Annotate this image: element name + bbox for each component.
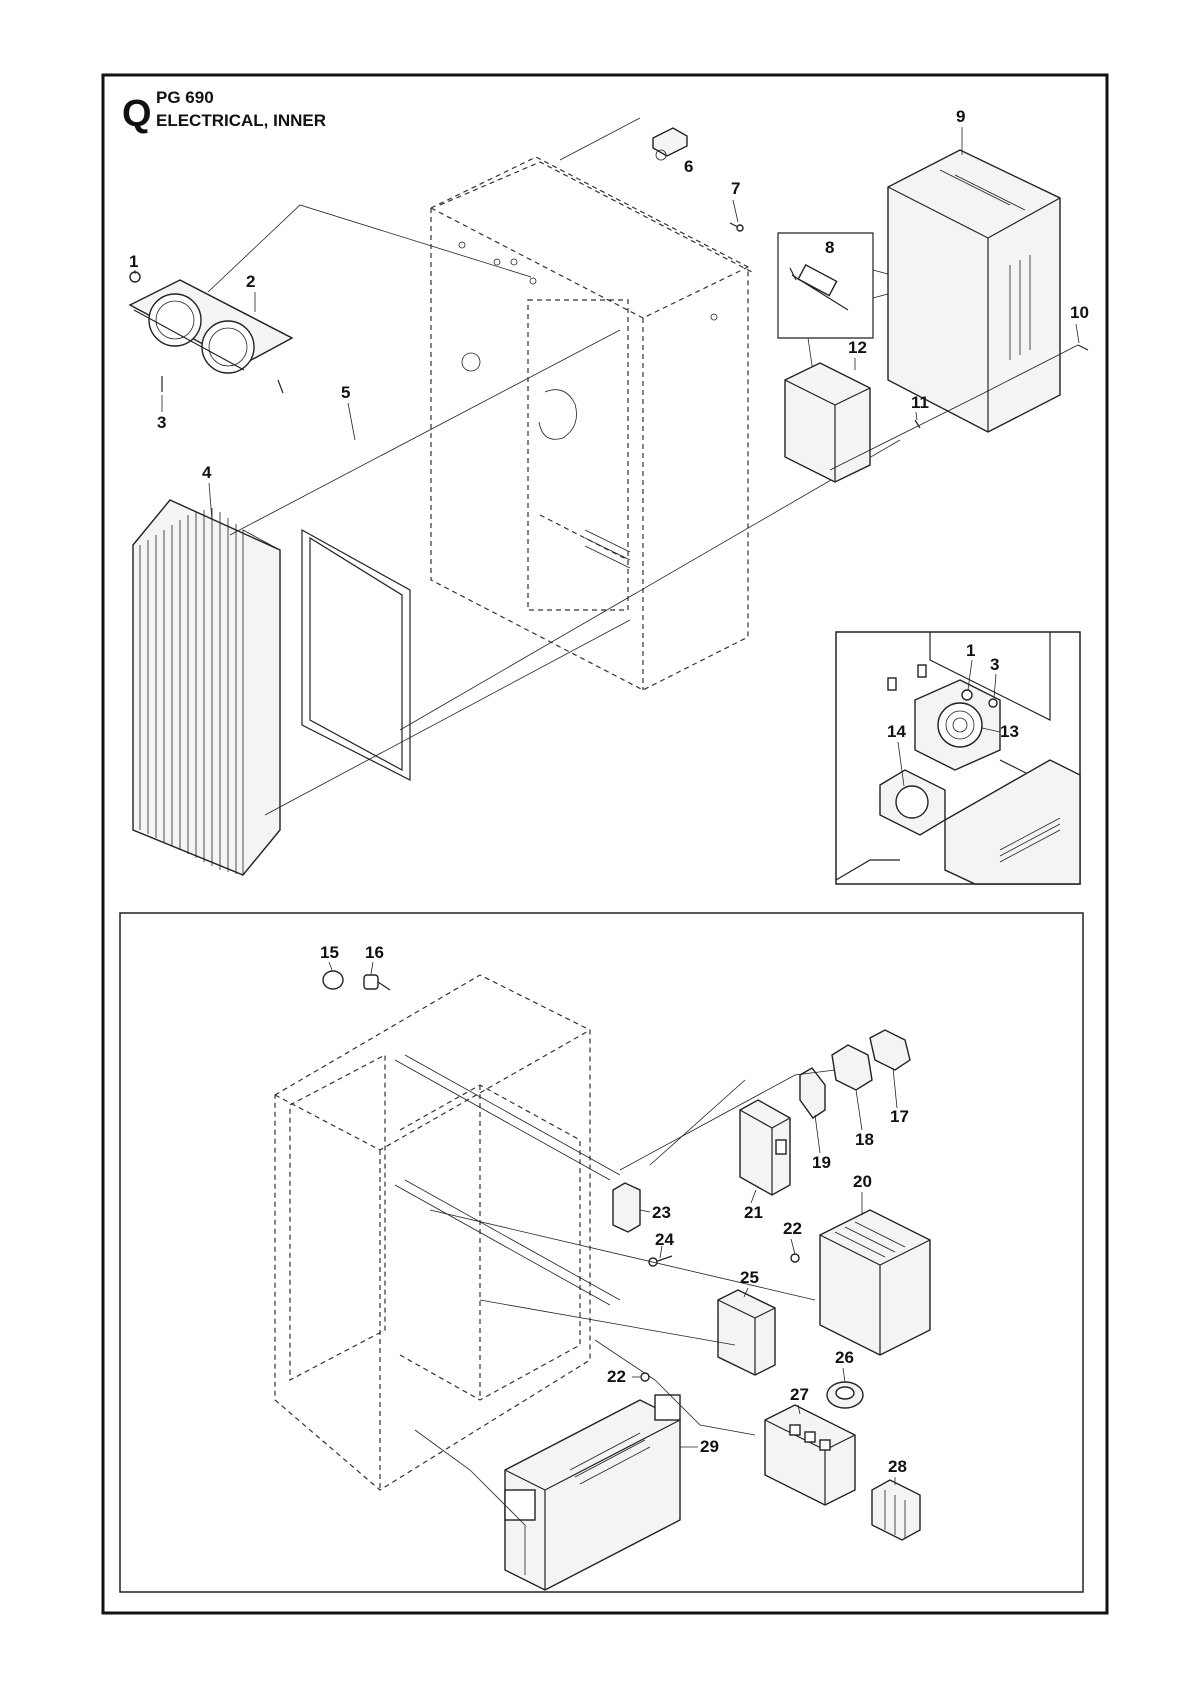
part-19-end-plate: [799, 1067, 826, 1119]
callout-1: 1: [129, 252, 138, 271]
part-25-relay: [717, 1289, 776, 1376]
cabinet-outline: [430, 156, 753, 691]
part-16-gland: [363, 974, 391, 991]
callout-29: 29: [700, 1437, 719, 1456]
part-10-screw: [1077, 344, 1089, 351]
part-29-emc-filter: [504, 1394, 681, 1591]
bottom-assembly: 15 16 17 18 19 20 21 22 22 23 24 25 26 2…: [274, 943, 931, 1591]
callout-12: 12: [848, 338, 867, 357]
part-22-nut-b: [640, 1372, 650, 1382]
callout-23: 23: [652, 1203, 671, 1222]
callout-25: 25: [740, 1268, 759, 1287]
header: Q PG 690 ELECTRICAL, INNER: [122, 88, 326, 135]
part-4-heatsink: [132, 499, 281, 877]
inset-detail: 1 3 13 14: [835, 631, 1081, 885]
callout-9: 9: [956, 107, 965, 126]
model-label: PG 690: [156, 88, 214, 107]
section-letter: Q: [122, 93, 152, 135]
callout-8: 8: [825, 238, 834, 257]
part-21-circuit-breaker: [739, 1099, 791, 1196]
part-2-twin-fan: [128, 279, 294, 374]
page-border: [101, 73, 1109, 1615]
bottom-panel-frame: [119, 912, 1084, 1593]
callout-15: 15: [320, 943, 339, 962]
callout-21: 21: [744, 1203, 763, 1222]
callout-inset-1: 1: [966, 641, 975, 660]
callout-16: 16: [365, 943, 384, 962]
callout-7: 7: [731, 179, 740, 198]
enclosure-outline: [274, 974, 591, 1491]
callout-13: 13: [1000, 722, 1019, 741]
part-18-terminal: [831, 1044, 873, 1091]
callout-2: 2: [246, 272, 255, 291]
top-assembly: 1 2 3 4 5 6 7 8 9 10 11 12: [128, 107, 1089, 877]
part-26-ferrite: [826, 1381, 864, 1409]
part-15-plug: [322, 970, 344, 990]
diagram-title: ELECTRICAL, INNER: [156, 111, 326, 130]
callout-18: 18: [855, 1130, 874, 1149]
part-5-gasket: [301, 528, 411, 781]
callout-19: 19: [812, 1153, 831, 1172]
part-12-module: [784, 362, 871, 483]
callout-17: 17: [890, 1107, 909, 1126]
part-6-bracket: [652, 127, 688, 161]
part-22-nut-a: [790, 1253, 800, 1263]
part-28-aux-contact: [871, 1479, 921, 1541]
callout-14: 14: [887, 722, 906, 741]
callout-27: 27: [790, 1385, 809, 1404]
part-9-inverter-cover: [887, 149, 1061, 433]
callout-20: 20: [853, 1172, 872, 1191]
callout-24: 24: [655, 1230, 674, 1249]
callout-4: 4: [202, 463, 212, 482]
callout-5: 5: [341, 383, 350, 402]
callout-22-b: 22: [607, 1367, 626, 1386]
part-17-end-bracket: [869, 1029, 911, 1071]
part-20-power-supply: [819, 1209, 931, 1356]
part-23-block: [612, 1182, 641, 1233]
callout-6: 6: [684, 157, 693, 176]
part-11-screw: [914, 419, 921, 429]
callout-28: 28: [888, 1457, 907, 1476]
part-27-contactor: [764, 1404, 856, 1506]
callout-inset-3: 3: [990, 655, 999, 674]
callout-26: 26: [835, 1348, 854, 1367]
callout-22: 22: [783, 1219, 802, 1238]
callout-11: 11: [911, 393, 929, 412]
callout-3: 3: [157, 413, 166, 432]
callout-10: 10: [1070, 303, 1089, 322]
